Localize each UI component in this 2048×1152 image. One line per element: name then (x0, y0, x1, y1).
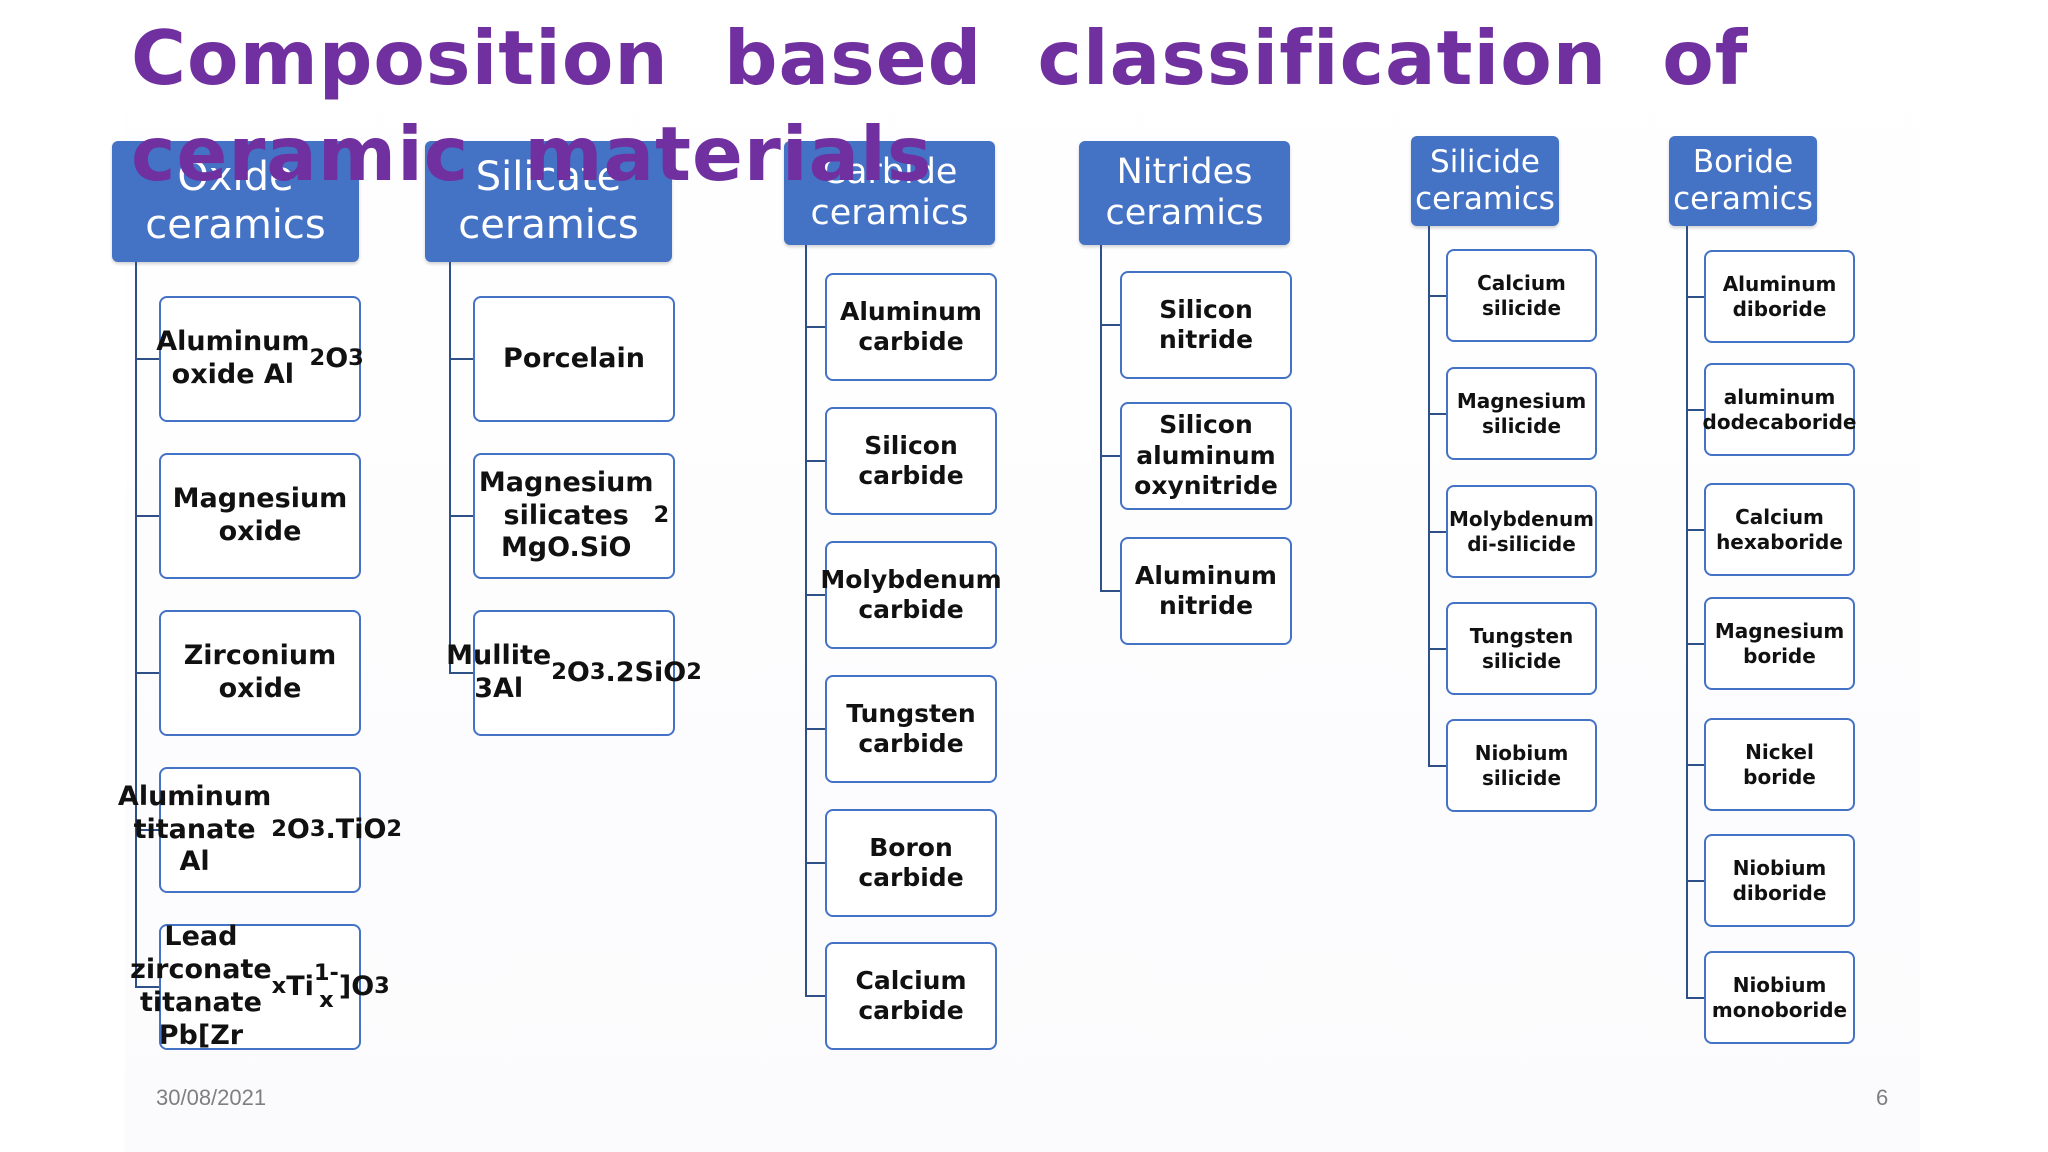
boride-connector-branch (1686, 763, 1704, 766)
oxide-connector-branch (135, 515, 159, 517)
silicide-ceramics-header: Silicide ceramics (1411, 136, 1559, 226)
silicate-item-box: Porcelain (473, 296, 675, 422)
slide-page-number: 6 (1876, 1085, 1889, 1110)
nitride-connector-branch (1100, 324, 1120, 326)
boride-connector-branch (1686, 295, 1704, 298)
oxide-connector-branch (135, 672, 159, 674)
boride-connector-spine (1686, 226, 1688, 999)
carbide-connector-branch (805, 594, 825, 596)
silicide-connector-branch (1428, 647, 1446, 650)
boride-connector-branch (1686, 408, 1704, 411)
slide-date: 30/08/2021 (156, 1085, 267, 1110)
slide-background (125, 0, 1920, 1152)
oxide-connector-branch (135, 986, 159, 988)
silicate-connector-branch (449, 672, 473, 674)
silicate-ceramics-header: Silicate ceramics (425, 141, 672, 262)
slide-title: Composition based classification of cera… (131, 14, 1749, 198)
silicide-connector-spine (1428, 226, 1430, 767)
silicate-connector-branch (449, 515, 473, 517)
silicide-connector-branch (1428, 412, 1446, 415)
nitride-connector-branch (1100, 455, 1120, 457)
carbide-connector-branch (805, 862, 825, 864)
carbide-connector-branch (805, 728, 825, 730)
oxide-connector-branch (135, 829, 159, 831)
oxide-connector-spine (135, 262, 137, 988)
boride-connector-branch (1686, 996, 1704, 999)
boride-item-box: Nickel boride (1704, 718, 1855, 811)
nitride-ceramics-header: Nitrides ceramics (1079, 141, 1290, 245)
boride-connector-branch (1686, 642, 1704, 645)
silicate-connector-spine (449, 262, 451, 674)
carbide-connector-branch (805, 995, 825, 997)
boride-connector-branch (1686, 528, 1704, 531)
silicide-connector-branch (1428, 764, 1446, 767)
silicide-connector-branch (1428, 530, 1446, 533)
carbide-ceramics-header: Carbide ceramics (784, 141, 995, 245)
silicate-connector-branch (449, 358, 473, 360)
boride-ceramics-header: Boride ceramics (1669, 136, 1817, 226)
nitride-connector-branch (1100, 590, 1120, 592)
carbide-connector-branch (805, 326, 825, 328)
carbide-connector-spine (805, 245, 807, 997)
oxide-connector-branch (135, 358, 159, 360)
oxide-ceramics-header: Oxide ceramics (112, 141, 359, 262)
boride-connector-branch (1686, 879, 1704, 882)
carbide-connector-branch (805, 460, 825, 462)
nitride-connector-spine (1100, 245, 1102, 592)
silicide-connector-branch (1428, 294, 1446, 297)
